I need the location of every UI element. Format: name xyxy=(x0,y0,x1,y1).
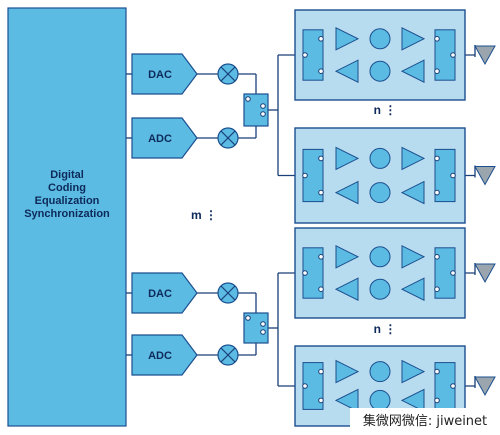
switch-node xyxy=(260,103,266,109)
node-dot xyxy=(318,253,324,260)
digital-block-line: Coding xyxy=(48,182,86,194)
variable-amplifier-icon xyxy=(335,26,360,51)
n-dots-label: n ⋮ xyxy=(374,322,397,336)
mixer-cross xyxy=(220,347,236,363)
variable-amplifier-icon xyxy=(335,244,360,269)
variable-amplifier-icon xyxy=(334,180,359,205)
node-dot xyxy=(302,270,308,276)
node-dot xyxy=(302,52,308,58)
node-dot xyxy=(318,36,324,42)
phase-shifter-icon xyxy=(369,28,391,50)
node-dot xyxy=(318,68,324,74)
node-dot xyxy=(450,383,456,389)
node-dot xyxy=(450,172,456,179)
node-dot xyxy=(318,286,324,293)
node-dot xyxy=(434,155,440,162)
antenna-icon xyxy=(474,376,496,397)
mixer-cross xyxy=(220,130,236,146)
node-dot xyxy=(434,286,440,293)
node-dot xyxy=(302,172,308,179)
amplifier-icon xyxy=(400,277,425,302)
digital-block-line: Synchronization xyxy=(24,208,110,220)
antenna-icon xyxy=(474,166,496,186)
node-dot xyxy=(434,253,440,260)
node-dot xyxy=(450,52,456,58)
node-dot xyxy=(434,36,440,42)
variable-amplifier-icon xyxy=(334,59,359,84)
amplifier-icon xyxy=(401,26,426,51)
node-dot xyxy=(434,68,440,74)
amplifier-icon xyxy=(401,244,426,269)
switch-node xyxy=(245,315,251,321)
texts: DigitalCodingEqualizationSynchronization… xyxy=(24,69,396,362)
phase-shifter-icon xyxy=(369,60,391,82)
phase-shifter-icon xyxy=(369,361,391,383)
amplifier-icon xyxy=(401,359,426,384)
amplifier-icon xyxy=(400,59,425,84)
phase-shifter-icon xyxy=(369,147,391,169)
adc-label: ADC xyxy=(148,133,172,145)
node-dot xyxy=(318,397,324,404)
adc-block xyxy=(131,334,198,376)
phase-shifter-icon xyxy=(369,182,391,204)
adc-label: ADC xyxy=(148,350,172,362)
dac-block xyxy=(131,53,198,95)
node-dot xyxy=(434,368,440,375)
node-dot xyxy=(318,155,324,162)
switch-node xyxy=(245,96,251,102)
variable-amplifier-icon xyxy=(335,146,360,171)
dac-label: DAC xyxy=(148,288,172,300)
node-dot xyxy=(434,189,440,196)
switch-node xyxy=(260,111,266,117)
node-dot xyxy=(434,397,440,404)
mixer-cross xyxy=(220,285,236,301)
amplifier-icon xyxy=(400,388,425,413)
node-dot xyxy=(450,270,456,276)
phase-shifter-icon xyxy=(369,246,391,268)
phase-shifter-icon xyxy=(369,278,391,300)
watermark: 集微网微信: jiweinet xyxy=(350,408,500,435)
mixer-cross xyxy=(220,66,236,82)
blocks xyxy=(7,7,496,427)
adc-block xyxy=(131,117,198,159)
amplifier-icon xyxy=(401,146,426,171)
node-dot xyxy=(318,368,324,375)
digital-block xyxy=(7,7,127,427)
m-dots-label: m ⋮ xyxy=(191,208,217,222)
variable-amplifier-icon xyxy=(334,388,359,413)
dac-block xyxy=(131,272,198,314)
antenna-icon xyxy=(474,263,496,284)
node-dot xyxy=(318,189,324,196)
variable-amplifier-icon xyxy=(335,359,360,384)
amplifier-icon xyxy=(400,180,425,205)
n-dots-label: n ⋮ xyxy=(374,103,397,117)
digital-block-line: Digital xyxy=(50,169,84,181)
switch-node xyxy=(260,321,266,327)
switch-node xyxy=(260,329,266,335)
antenna-icon xyxy=(474,45,496,66)
digital-block-line: Equalization xyxy=(35,195,100,207)
node-dot xyxy=(302,383,308,389)
dac-label: DAC xyxy=(148,69,172,81)
variable-amplifier-icon xyxy=(334,277,359,302)
